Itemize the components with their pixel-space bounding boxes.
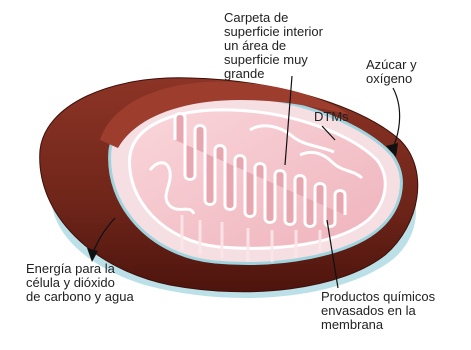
label-inner-surface-folds: Carpeta de superficie interior un área d… xyxy=(224,11,323,81)
label-membrane-chemicals: Productos químicos envasados en la membr… xyxy=(321,290,435,332)
label-sugar-oxygen: Azúcar y oxígeno xyxy=(366,58,417,86)
label-energy-output: Energía para la célula y dióxido de carb… xyxy=(26,262,134,304)
label-dtms: DTMs xyxy=(314,110,349,124)
